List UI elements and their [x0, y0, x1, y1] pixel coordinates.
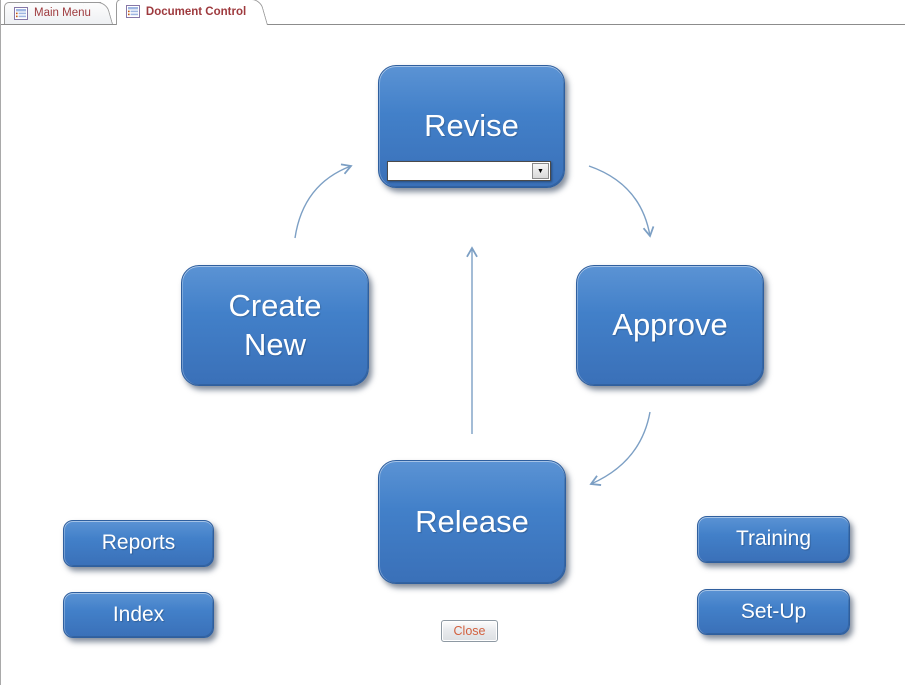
form-icon: [14, 6, 28, 20]
revise-button[interactable]: Revise ▼: [378, 65, 565, 188]
form-icon: [125, 5, 140, 18]
arrow-create-new-to-revise: [294, 163, 353, 239]
index-button-label: Index: [112, 602, 165, 626]
tab-label-main-menu: Main Menu: [34, 7, 91, 19]
release-button[interactable]: Release: [378, 460, 566, 584]
reports-button[interactable]: Reports: [63, 520, 214, 567]
reports-button-label: Reports: [101, 531, 176, 555]
index-button[interactable]: Index: [63, 592, 214, 638]
tab-bar: Main Menu Document Control: [1, 0, 905, 25]
setup-button-label: Set-Up: [740, 599, 807, 623]
approve-button[interactable]: Approve: [576, 265, 764, 386]
create-new-button[interactable]: Create New: [181, 265, 369, 386]
tab-main-menu[interactable]: Main Menu: [4, 2, 113, 24]
approve-button-label: Approve: [612, 307, 728, 343]
revise-button-label: Revise: [424, 108, 519, 144]
tab-label-document-control: Document Control: [145, 5, 247, 18]
combo-dropdown-button[interactable]: ▼: [532, 163, 549, 179]
arrow-revise-to-approve: [588, 165, 655, 238]
revise-combobox-value[interactable]: [388, 162, 531, 180]
training-button[interactable]: Training: [697, 516, 850, 563]
arrow-approve-to-release: [589, 411, 651, 486]
release-button-label: Release: [415, 503, 529, 539]
close-button-label: Close: [453, 624, 486, 638]
setup-button[interactable]: Set-Up: [697, 589, 850, 635]
close-button[interactable]: Close: [441, 620, 498, 642]
chevron-down-icon: ▼: [537, 167, 544, 175]
tab-shape: [4, 2, 101, 24]
revise-combobox[interactable]: ▼: [387, 161, 551, 181]
create-new-button-label: Create New: [228, 287, 322, 362]
tab-document-control[interactable]: Document Control: [115, 0, 269, 25]
document-control-form: Revise ▼ Create New Approve Release Repo…: [1, 26, 905, 685]
training-button-label: Training: [735, 527, 812, 551]
